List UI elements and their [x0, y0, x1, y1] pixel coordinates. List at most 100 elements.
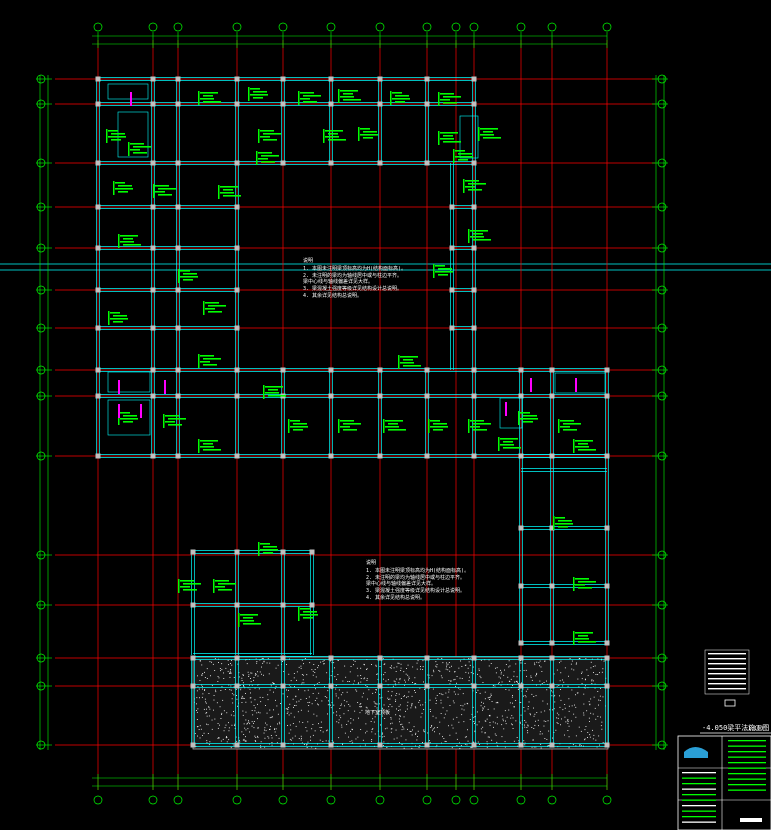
hatch-dot — [497, 702, 499, 704]
hatch-dot — [275, 735, 277, 736]
beam-annotation-3-1 — [253, 91, 267, 93]
beam-annotation-leader-27 — [428, 419, 430, 433]
hatch-dot — [590, 661, 592, 663]
hatch-dot — [405, 710, 406, 712]
hatch-dot — [534, 724, 536, 726]
beam-annotation-21-2 — [110, 318, 128, 320]
hatch-dot — [326, 697, 328, 699]
hatch-dot — [570, 663, 572, 665]
hatch-dot — [331, 688, 333, 690]
hatch-dot — [472, 666, 474, 668]
hatch-dot — [376, 703, 378, 705]
hatch-dot — [440, 699, 442, 701]
column-58 — [424, 367, 430, 373]
hatch-dot — [416, 739, 418, 741]
hatch-dot — [489, 722, 491, 723]
hatch-dot — [383, 735, 385, 737]
hatch-dot — [233, 711, 234, 712]
column-69 — [377, 393, 383, 399]
hatch-dot — [490, 693, 492, 695]
hatch-dot — [393, 667, 395, 669]
column-121 — [518, 683, 524, 689]
hatch-dot — [204, 671, 205, 673]
hatch-dot — [412, 666, 414, 668]
hatch-dot — [545, 721, 547, 722]
hatch-dot — [384, 718, 386, 719]
hatch-dot — [262, 662, 264, 664]
beam-annotation-18-0 — [180, 270, 190, 272]
hatch-dot — [452, 727, 454, 729]
beam-annotation-29-2 — [200, 446, 214, 448]
hatch-dot — [590, 667, 592, 669]
title-block-row-left-1 — [682, 777, 716, 779]
hatch-dot — [583, 693, 585, 695]
hatch-dot — [535, 675, 537, 677]
hatch-dot — [305, 698, 307, 699]
hatch-dot — [463, 709, 465, 711]
hatch-dot — [273, 683, 275, 685]
beam-annotation-19-0 — [205, 302, 219, 304]
hatch-dot — [318, 692, 320, 694]
beam-annotation-leader-21 — [108, 311, 110, 325]
hatch-dot — [422, 669, 424, 670]
hatch-dot — [366, 707, 368, 709]
hatch-dot — [449, 670, 451, 672]
hatch-dot — [248, 720, 249, 722]
hatch-dot — [495, 672, 497, 674]
hatch-dot — [476, 692, 477, 693]
hatch-dot — [366, 669, 367, 670]
hatch-dot — [488, 736, 490, 738]
hatch-dot — [256, 662, 258, 664]
hatch-dot — [564, 707, 566, 709]
beam-annotation-36-1 — [558, 520, 572, 522]
axis-bubbles — [36, 22, 667, 805]
hatch-dot — [217, 727, 219, 729]
hatch-dot — [274, 728, 275, 730]
notes-block-1: 说明 1. 本图未注明梁顶标高均为H(结构面标高)。 2. 未注明的梁均为轴线居… — [303, 257, 406, 299]
hatch-dot — [213, 695, 215, 696]
hatch-dot — [246, 663, 248, 665]
hatch-dot — [600, 716, 601, 718]
hatch-dot — [352, 719, 354, 721]
hatch-dot — [428, 674, 430, 676]
column-112 — [549, 655, 555, 661]
hatch-dot — [508, 680, 510, 682]
hatch-dot — [218, 662, 219, 663]
column-19 — [150, 160, 156, 166]
hatch-dot — [458, 667, 460, 669]
hatch-dot — [271, 744, 273, 746]
beam-annotation-8-3 — [483, 137, 501, 139]
hatch-dot — [250, 697, 252, 699]
hatch-dot — [527, 730, 528, 732]
column-91 — [549, 583, 555, 589]
hatch-dot — [474, 731, 476, 733]
hatch-dot — [241, 680, 243, 681]
hatch-dot — [289, 724, 291, 726]
column-49 — [449, 325, 455, 331]
hatch-dot — [227, 670, 229, 672]
hatch-dot — [360, 703, 362, 704]
hatch-dot — [253, 721, 255, 722]
hatch-dot — [241, 677, 243, 679]
hatch-dot — [254, 710, 256, 712]
hatch-dot — [263, 661, 265, 663]
axis-bubble-bottom-12 — [602, 795, 612, 805]
hatch-dot — [202, 693, 204, 695]
hatch-dot — [340, 694, 342, 696]
hatch-dot — [251, 684, 253, 686]
beam-annotation-17-2 — [220, 192, 234, 194]
hatch-dot — [355, 738, 357, 740]
hatch-dot — [601, 728, 603, 730]
hatch-dot — [367, 698, 368, 700]
hatch-dot — [399, 716, 401, 717]
column-133 — [604, 742, 610, 748]
hatch-dot — [446, 664, 448, 666]
hatch-dot — [547, 720, 549, 722]
hatch-dot — [397, 662, 399, 664]
hatch-dot — [456, 676, 458, 677]
column-30 — [234, 204, 240, 210]
hatch-dot — [403, 747, 405, 749]
hatch-dot — [320, 721, 322, 723]
legend-row-6 — [708, 683, 746, 685]
axis-bubble-bottom-8 — [451, 795, 461, 805]
